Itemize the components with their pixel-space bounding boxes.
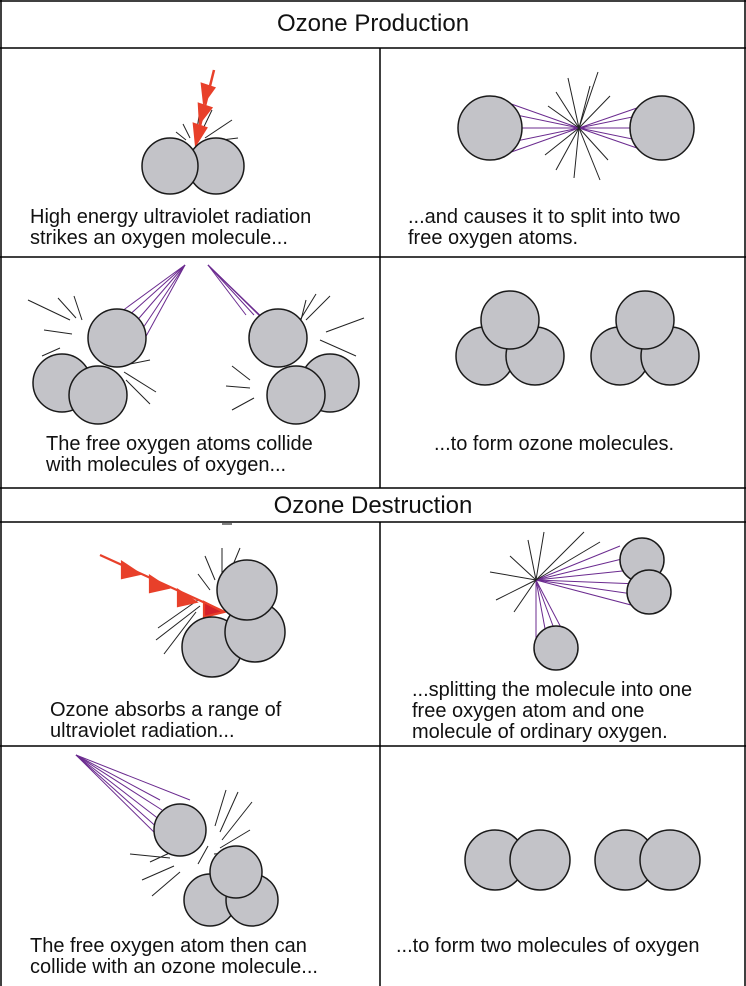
free-oxygen-atom	[249, 309, 307, 367]
caption-line: ...to form ozone molecules.	[434, 434, 674, 455]
caption-line: The free oxygen atoms collide	[46, 434, 313, 455]
caption-atom-collides: The free oxygen atom then can collide wi…	[30, 936, 318, 978]
panel-o2-splits	[458, 72, 694, 180]
caption-line: free oxygen atom and one	[412, 701, 692, 722]
caption-line: ultraviolet radiation...	[50, 721, 281, 742]
caption-absorbs: Ozone absorbs a range of ultraviolet rad…	[50, 700, 281, 742]
panel-ozone-absorbs-uv	[100, 548, 285, 677]
caption-line: molecule of ordinary oxygen.	[412, 722, 692, 743]
panel-atom-collides-ozone	[76, 755, 278, 926]
burst-lines	[545, 72, 610, 180]
panel-atoms-collide	[28, 265, 364, 424]
free-oxygen-atom	[534, 626, 578, 670]
free-oxygen-atom	[458, 96, 522, 160]
panel-uv-strikes-o2	[142, 70, 244, 194]
caption-line: The free oxygen atom then can	[30, 936, 318, 957]
caption-line: High energy ultraviolet radiation	[30, 207, 311, 228]
caption-line: strikes an oxygen molecule...	[30, 228, 311, 249]
caption-ozone-formed: ...to form ozone molecules.	[434, 434, 674, 455]
uv-ray-arrow	[100, 555, 225, 617]
section-title-production: Ozone Production	[0, 12, 746, 36]
caption-line: ...and causes it to split into two	[408, 207, 680, 228]
caption-line: ...splitting the molecule into one	[412, 680, 692, 701]
caption-line: free oxygen atoms.	[408, 228, 680, 249]
panel-ozone-splits	[490, 532, 671, 670]
caption-uv-strikes: High energy ultraviolet radiation strike…	[30, 207, 311, 249]
panel-two-o2	[465, 830, 700, 890]
caption-line: with molecules of oxygen...	[46, 455, 313, 476]
free-oxygen-atom	[88, 309, 146, 367]
free-oxygen-atom	[630, 96, 694, 160]
caption-line: ...to form two molecules of oxygen	[396, 936, 699, 957]
caption-collide: The free oxygen atoms collide with molec…	[46, 434, 313, 476]
caption-split: ...and causes it to split into two free …	[408, 207, 680, 249]
oxygen-atom	[142, 138, 198, 194]
caption-line: collide with an ozone molecule...	[30, 957, 318, 978]
caption-splitting: ...splitting the molecule into one free …	[412, 680, 692, 743]
uv-ray-arrow	[194, 70, 214, 144]
caption-line: Ozone absorbs a range of	[50, 700, 281, 721]
section-title-destruction: Ozone Destruction	[0, 494, 746, 518]
caption-two-o2: ...to form two molecules of oxygen	[396, 936, 699, 957]
free-oxygen-atom	[154, 804, 206, 856]
burst-lines	[490, 532, 600, 612]
panel-ozone-formed	[456, 291, 699, 385]
